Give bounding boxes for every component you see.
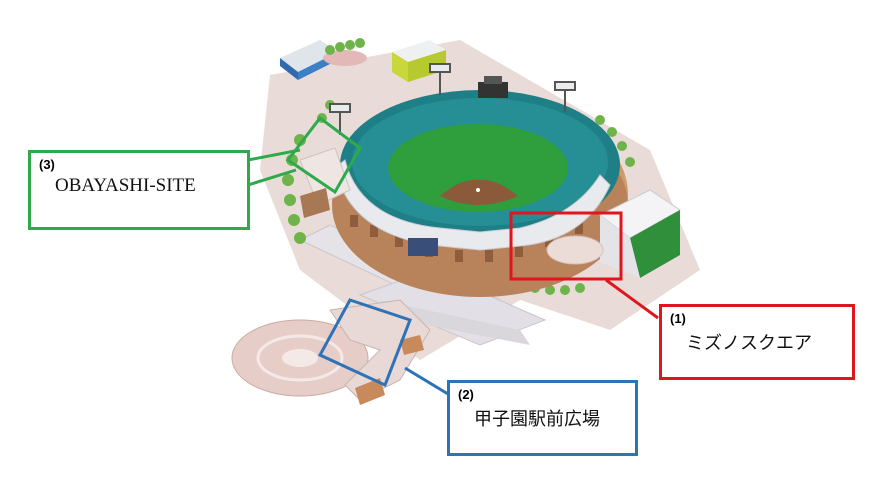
callout-2-label: 甲子園駅前広場 [474,409,600,430]
highlight-2 [317,298,412,388]
callout-1-label: ミズノスクエア [686,333,812,354]
callout-obayashi-site: (3) OBAYASHI-SITE [28,150,250,230]
highlight-3 [285,115,362,195]
light-towers [329,63,576,135]
callout-1-number: (1) [670,311,686,326]
obayashi-site-building [299,147,351,218]
background-buildings [280,40,446,82]
leader-lines [247,148,659,396]
leader-3b [247,168,297,187]
highlight-boxes [285,115,623,388]
leader-3a [247,148,301,162]
station-plaza [231,299,431,405]
leader-2 [404,366,449,396]
highlight-1 [509,211,623,281]
callout-mizuno-square: (1) ミズノスクエア [659,304,855,380]
callout-3-number: (3) [39,157,55,172]
callout-koshien-station-plaza: (2) 甲子園駅前広場 [447,380,638,456]
leader-1 [605,278,659,320]
callout-2-number: (2) [458,387,474,402]
callout-3-label: OBAYASHI-SITE [55,175,196,196]
